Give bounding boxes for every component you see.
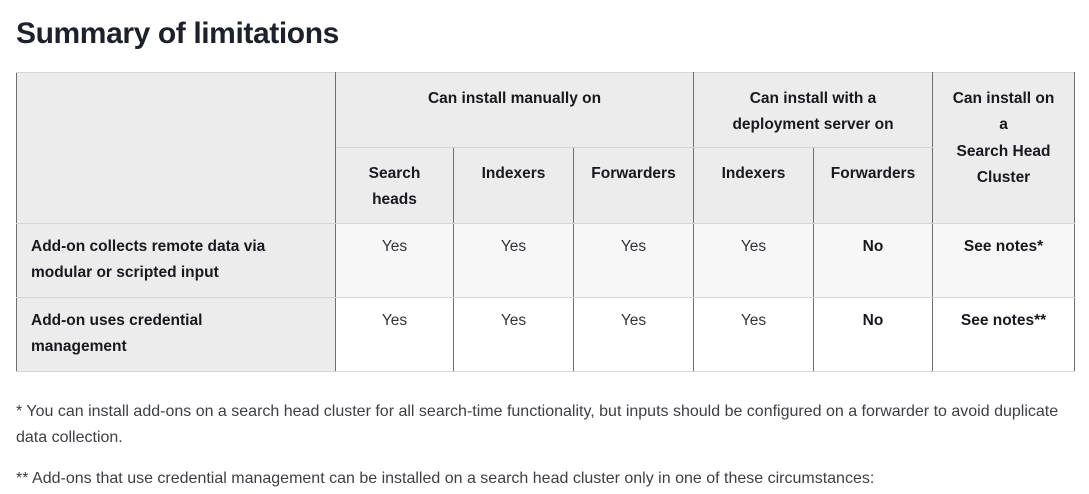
cell-value: No: [812, 222, 934, 298]
subheader-indexers-deployment: Indexers: [693, 146, 814, 224]
row-label: Add-on collects remote data via modular …: [16, 222, 336, 298]
subheader-indexers-manual: Indexers: [453, 146, 574, 224]
cell-value: Yes: [453, 222, 574, 298]
table-row-modular-input: Add-on collects remote data via modular …: [16, 222, 1076, 298]
header-can-install-manually: Can install manually on: [335, 72, 694, 148]
table-row-credential-management: Add-on uses credential management Yes Ye…: [16, 296, 1076, 372]
cell-value: Yes: [335, 296, 454, 372]
cell-value: Yes: [335, 222, 454, 298]
cell-see-notes: See notes**: [932, 296, 1076, 372]
limitations-table: Can install manually on Can install with…: [16, 72, 1076, 372]
header-can-install-deployment-server: Can install with a deployment server on: [692, 72, 934, 148]
page-title: Summary of limitations: [16, 17, 339, 50]
cell-value: Yes: [693, 222, 814, 298]
footnote-search-head-cluster: * You can install add-ons on a search he…: [16, 402, 1059, 447]
row-label: Add-on uses credential management: [16, 296, 336, 372]
cell-value: Yes: [453, 296, 574, 372]
cell-value: No: [812, 296, 934, 372]
subheader-search-heads: Search heads: [335, 146, 454, 224]
table-header: Can install manually on Can install with…: [16, 72, 1076, 224]
subheader-forwarders-deployment: Forwarders: [812, 146, 934, 224]
corner-cell: [16, 72, 336, 224]
header-can-install-search-head-cluster: Can install on a Search Head Cluster: [932, 72, 1076, 224]
cell-see-notes: See notes*: [932, 222, 1076, 298]
subheader-forwarders-manual: Forwarders: [573, 146, 694, 224]
cell-value: Yes: [573, 222, 694, 298]
cell-value: Yes: [693, 296, 814, 372]
cell-value: Yes: [573, 296, 694, 372]
footnote-credential-management: ** Add-ons that use credential managemen…: [16, 470, 875, 488]
